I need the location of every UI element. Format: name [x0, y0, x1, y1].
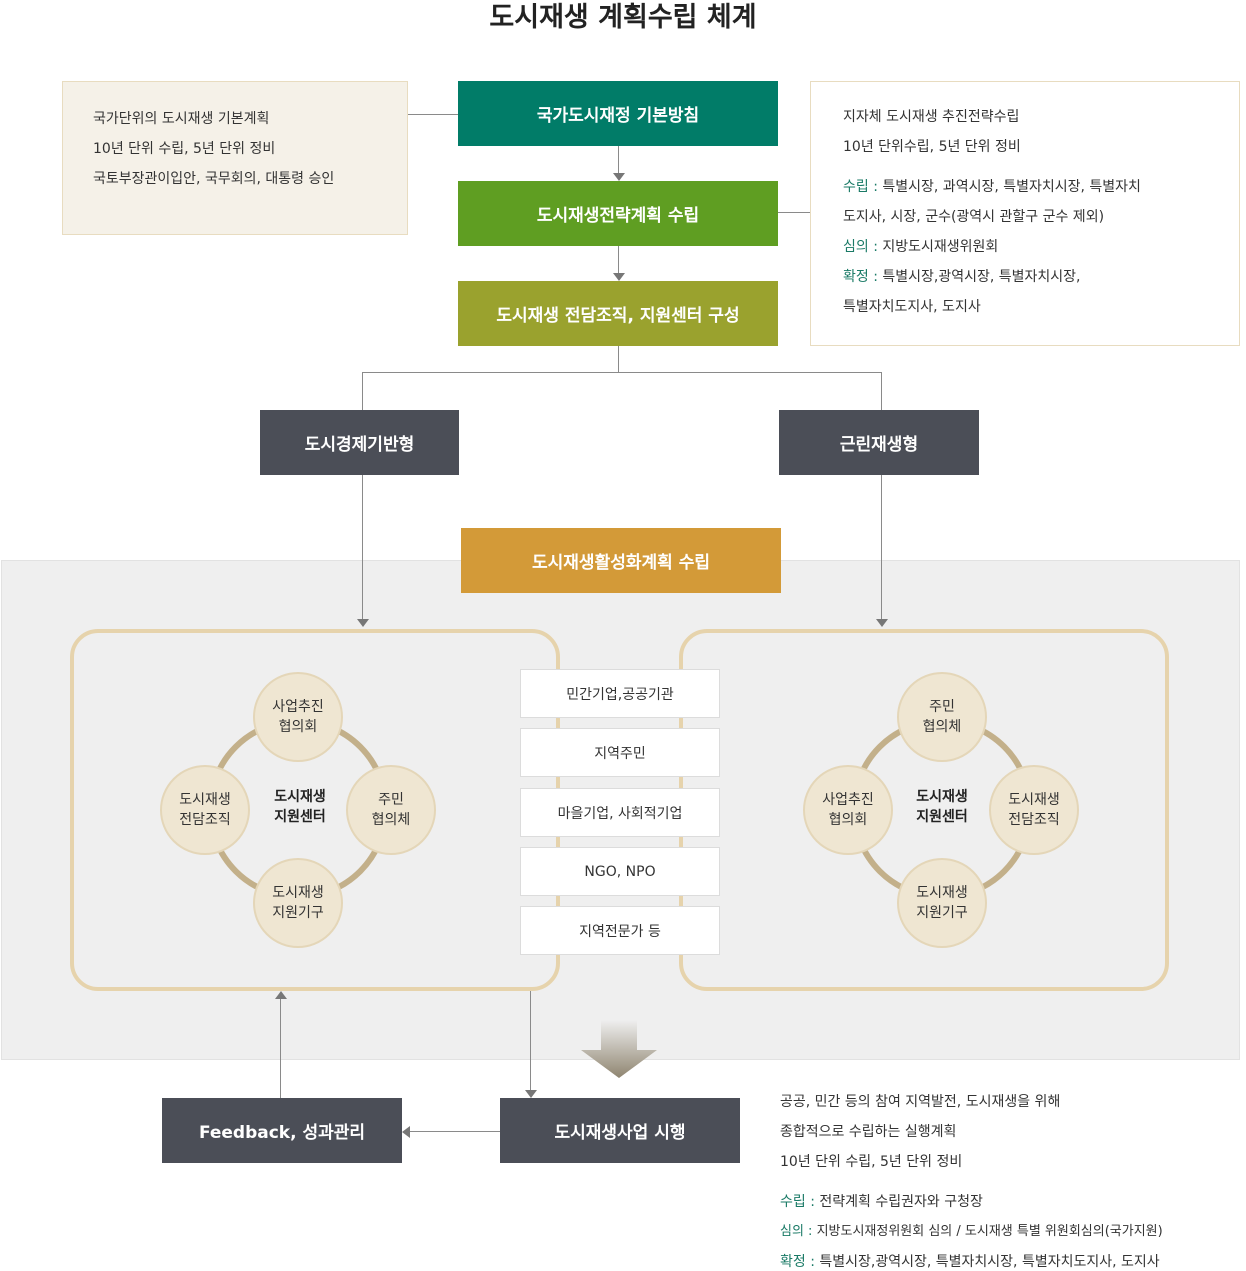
right-top-line-2: 협의체 [922, 719, 962, 735]
right-center-label: 도시재생 지원센터 [882, 777, 1002, 837]
left-center-line-2: 지원센터 [274, 809, 326, 825]
connector-branch-stem [618, 346, 619, 372]
right-circle-right: 도시재생 전담조직 [989, 765, 1079, 855]
connector-national-note [408, 114, 458, 115]
execution-confirm-label: 확정 : [780, 1254, 815, 1270]
left-bottom-line-1: 도시재생 [272, 885, 324, 901]
execution-note: 공공, 민간 등의 참여 지역발전, 도시재생을 위해 종합적으로 수립하는 실… [780, 1087, 1246, 1271]
connector-panel-execution [530, 991, 531, 1090]
arrow-head [275, 991, 287, 999]
connector-branch-left [362, 372, 363, 410]
execution-note-review: 심의 : 지방도시재정위원회 심의 / 도시재생 특별 위원회심의(국가지원) [780, 1217, 1246, 1247]
arrow-head [613, 273, 625, 281]
execution-establish-text: 전략계획 수립권자와 구청장 [814, 1194, 983, 1210]
type-neighborhood-box: 근린재생형 [779, 410, 979, 475]
left-right-line-2: 협의체 [371, 812, 411, 828]
page-title: 도시재생 계획수립 체계 [489, 2, 757, 33]
participant-item: 지역전문가 등 [520, 906, 720, 955]
right-bottom-line-1: 도시재생 [916, 885, 968, 901]
connector-neighborhood-panel [881, 475, 882, 619]
left-center-label: 도시재생 지원센터 [240, 777, 360, 837]
execution-establish-label: 수립 : [780, 1194, 815, 1210]
right-right-line-1: 도시재생 [1008, 792, 1060, 808]
execution-note-line-1: 공공, 민간 등의 참여 지역발전, 도시재생을 위해 [780, 1094, 1061, 1110]
connector-feedback-panel [280, 999, 281, 1098]
right-top-line-1: 주민 [929, 699, 955, 715]
arrow-head [525, 1090, 537, 1098]
connector-branch-right [881, 372, 882, 410]
connector-national-strategy [618, 146, 619, 173]
national-note-line-2: 10년 단위 수립, 5년 단위 정비 [93, 141, 276, 157]
local-note-review: 심의 : 지방도시재생위원회 [843, 232, 1207, 262]
left-top-line-1: 사업추진 [272, 699, 324, 715]
execution-review-text: 지방도시재정위원회 심의 / 도시재생 특별 위원회심의(국가지원) [812, 1224, 1163, 1239]
feedback-box: Feedback, 성과관리 [162, 1098, 402, 1163]
local-note-line-1: 지자체 도시재생 추진전략수립 [843, 109, 1020, 125]
local-review-text: 지방도시재생위원회 [877, 239, 999, 255]
execution-note-confirm: 확정 : 특별시장,광역시장, 특별자치시장, 특별자치도지사, 도지사 [780, 1247, 1246, 1271]
left-circle-top: 사업추진 협의회 [253, 672, 343, 762]
arrow-head [357, 619, 369, 627]
left-top-line-2: 협의회 [278, 719, 318, 735]
left-right-line-1: 주민 [378, 792, 404, 808]
participant-item: 민간기업,공공기관 [520, 669, 720, 718]
execution-review-label: 심의 : [780, 1224, 813, 1239]
participant-item: 마을기업, 사회적기업 [520, 788, 720, 837]
execution-note-establish: 수립 : 전략계획 수립권자와 구청장 [780, 1187, 1246, 1217]
strategy-plan-box: 도시재생전략계획 수립 [458, 181, 778, 246]
participant-item: NGO, NPO [520, 847, 720, 896]
left-bottom-line-2: 지원기구 [272, 905, 324, 921]
left-circle-bottom: 도시재생 지원기구 [253, 858, 343, 948]
local-note-establish: 수립 : 특별시장, 과역시장, 특별자치시장, 특별자치 [843, 172, 1207, 202]
right-right-line-2: 전담조직 [1008, 812, 1060, 828]
type-economic-box: 도시경제기반형 [260, 410, 459, 475]
local-establish-label: 수립 : [843, 179, 878, 195]
right-bottom-line-2: 지원기구 [916, 905, 968, 921]
arrow-head [876, 619, 888, 627]
arrow-head [402, 1126, 410, 1138]
local-strategy-note: 지자체 도시재생 추진전략수립 10년 단위수립, 5년 단위 정비 수립 : … [810, 81, 1240, 346]
execution-confirm-text: 특별시장,광역시장, 특별자치시장, 특별자치도지사, 도지사 [814, 1254, 1160, 1270]
local-note-confirm: 확정 : 특별시장,광역시장, 특별자치시장, [843, 262, 1207, 292]
connector-local-note [778, 212, 810, 213]
left-left-line-1: 도시재생 [179, 792, 231, 808]
national-note-line-1: 국가단위의 도시재생 기본계획 [93, 111, 270, 127]
local-confirm-text2: 특별자치도지사, 도지사 [843, 299, 981, 315]
organization-box: 도시재생 전담조직, 지원센터 구성 [458, 281, 778, 346]
national-note-line-3: 국토부장관이입안, 국무회의, 대통령 승인 [93, 171, 335, 187]
right-circle-bottom: 도시재생 지원기구 [897, 858, 987, 948]
connector-execution-feedback [410, 1131, 500, 1132]
connector-strategy-organization [618, 246, 619, 273]
left-circle-left: 도시재생 전담조직 [160, 765, 250, 855]
local-review-label: 심의 : [843, 239, 878, 255]
national-policy-box: 국가도시재정 기본방침 [458, 81, 778, 146]
local-confirm-label: 확정 : [843, 269, 878, 285]
right-left-line-1: 사업추진 [822, 792, 874, 808]
activation-plan-box: 도시재생활성화계획 수립 [461, 528, 781, 593]
execution-box: 도시재생사업 시행 [500, 1098, 740, 1163]
local-establish-text2: 도지사, 시장, 군수(광역시 관할구 군수 제외) [843, 209, 1105, 225]
local-confirm-text1: 특별시장,광역시장, 특별자치시장, [877, 269, 1081, 285]
right-center-line-2: 지원센터 [916, 809, 968, 825]
connector-economic-panel [362, 475, 363, 619]
local-establish-text1: 특별시장, 과역시장, 특별자치시장, 특별자치 [877, 179, 1141, 195]
arrow-head [613, 173, 625, 181]
right-circle-left: 사업추진 협의회 [803, 765, 893, 855]
left-left-line-2: 전담조직 [179, 812, 231, 828]
execution-note-line-2: 종합적으로 수립하는 실행계획 [780, 1124, 957, 1140]
left-center-line-1: 도시재생 [274, 789, 326, 805]
left-circle-right: 주민 협의체 [346, 765, 436, 855]
execution-note-line-3: 10년 단위 수립, 5년 단위 정비 [780, 1154, 963, 1170]
local-note-line-2: 10년 단위수립, 5년 단위 정비 [843, 139, 1021, 155]
connector-branch-horizontal [362, 372, 882, 373]
right-circle-top: 주민 협의체 [897, 672, 987, 762]
national-plan-note: 국가단위의 도시재생 기본계획 10년 단위 수립, 5년 단위 정비 국토부장… [62, 81, 408, 235]
participant-item: 지역주민 [520, 728, 720, 777]
right-left-line-2: 협의회 [828, 812, 868, 828]
down-arrow-icon [581, 1020, 657, 1078]
right-center-line-1: 도시재생 [916, 789, 968, 805]
